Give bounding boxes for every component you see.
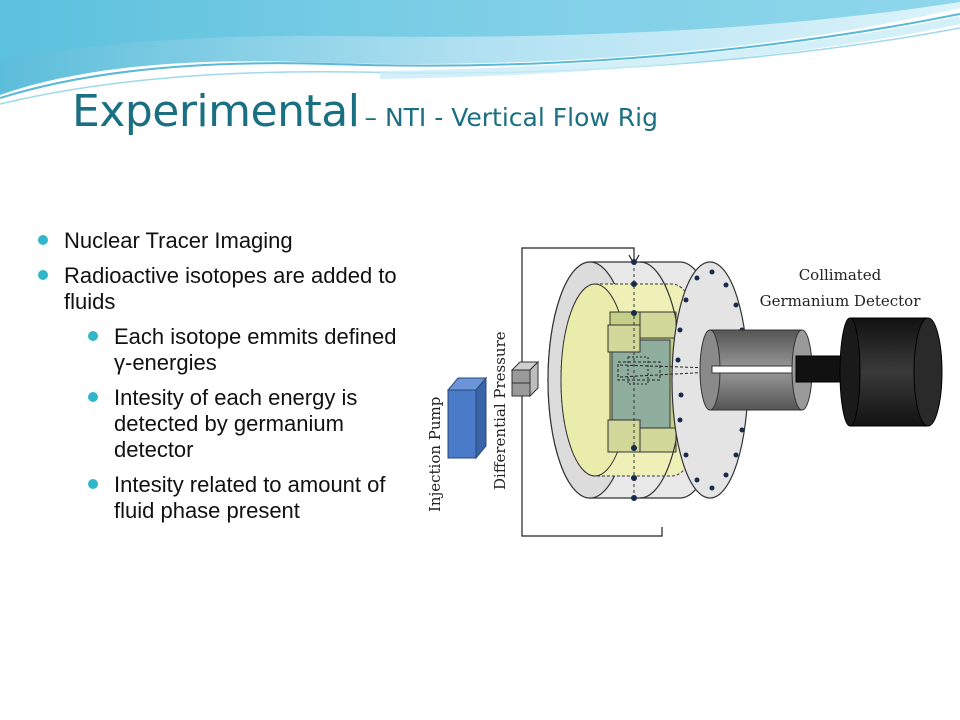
gamma-beam bbox=[619, 364, 713, 378]
bullet-text: Nuclear Tracer Imaging bbox=[64, 228, 293, 253]
bullet-text: Each isotope emmits defined γ-energies bbox=[114, 324, 397, 375]
bullet-dot-icon bbox=[38, 235, 48, 245]
sub-bullet-item: Intesity related to amount of fluid phas… bbox=[88, 472, 418, 524]
pressure-taps bbox=[631, 259, 637, 501]
title-subtitle: – NTI - Vertical Flow Rig bbox=[364, 103, 658, 132]
bullet-item: Nuclear Tracer Imaging bbox=[38, 228, 418, 254]
slide-title: Experimental – NTI - Vertical Flow Rig bbox=[72, 86, 658, 137]
detector-label-line2: Germanium Detector bbox=[760, 292, 922, 310]
sub-bullet-item: Intesity of each energy is detected by g… bbox=[88, 385, 418, 463]
bullet-dot-icon bbox=[88, 479, 98, 489]
bullet-dot-icon bbox=[38, 270, 48, 280]
injection-pump-label: Injection Pump bbox=[426, 397, 444, 512]
differential-pressure-label: Differential Pressure bbox=[491, 331, 509, 490]
bullet-text: Intesity of each energy is detected by g… bbox=[114, 385, 358, 462]
germanium-detector bbox=[839, 317, 943, 427]
bullet-dot-icon bbox=[88, 392, 98, 402]
bullet-item: Radioactive isotopes are added to fluids bbox=[38, 263, 418, 315]
title-main: Experimental bbox=[72, 86, 360, 137]
bullet-text: Intesity related to amount of fluid phas… bbox=[114, 472, 386, 523]
sub-bullet-item: Each isotope emmits defined γ-energies bbox=[88, 324, 418, 376]
bullet-text: Radioactive isotopes are added to fluids bbox=[64, 263, 397, 314]
pressure-transducer bbox=[510, 360, 540, 398]
flow-rig-diagram: Injection Pump Differential Pressure Col… bbox=[426, 247, 943, 537]
detector-label-line1: Collimated bbox=[799, 266, 882, 284]
bullet-dot-icon bbox=[88, 331, 98, 341]
injection-pump bbox=[446, 376, 488, 460]
collimator-tube bbox=[699, 329, 857, 411]
wave-decoration bbox=[0, 0, 960, 105]
bullet-list: Nuclear Tracer Imaging Radioactive isoto… bbox=[38, 228, 418, 533]
